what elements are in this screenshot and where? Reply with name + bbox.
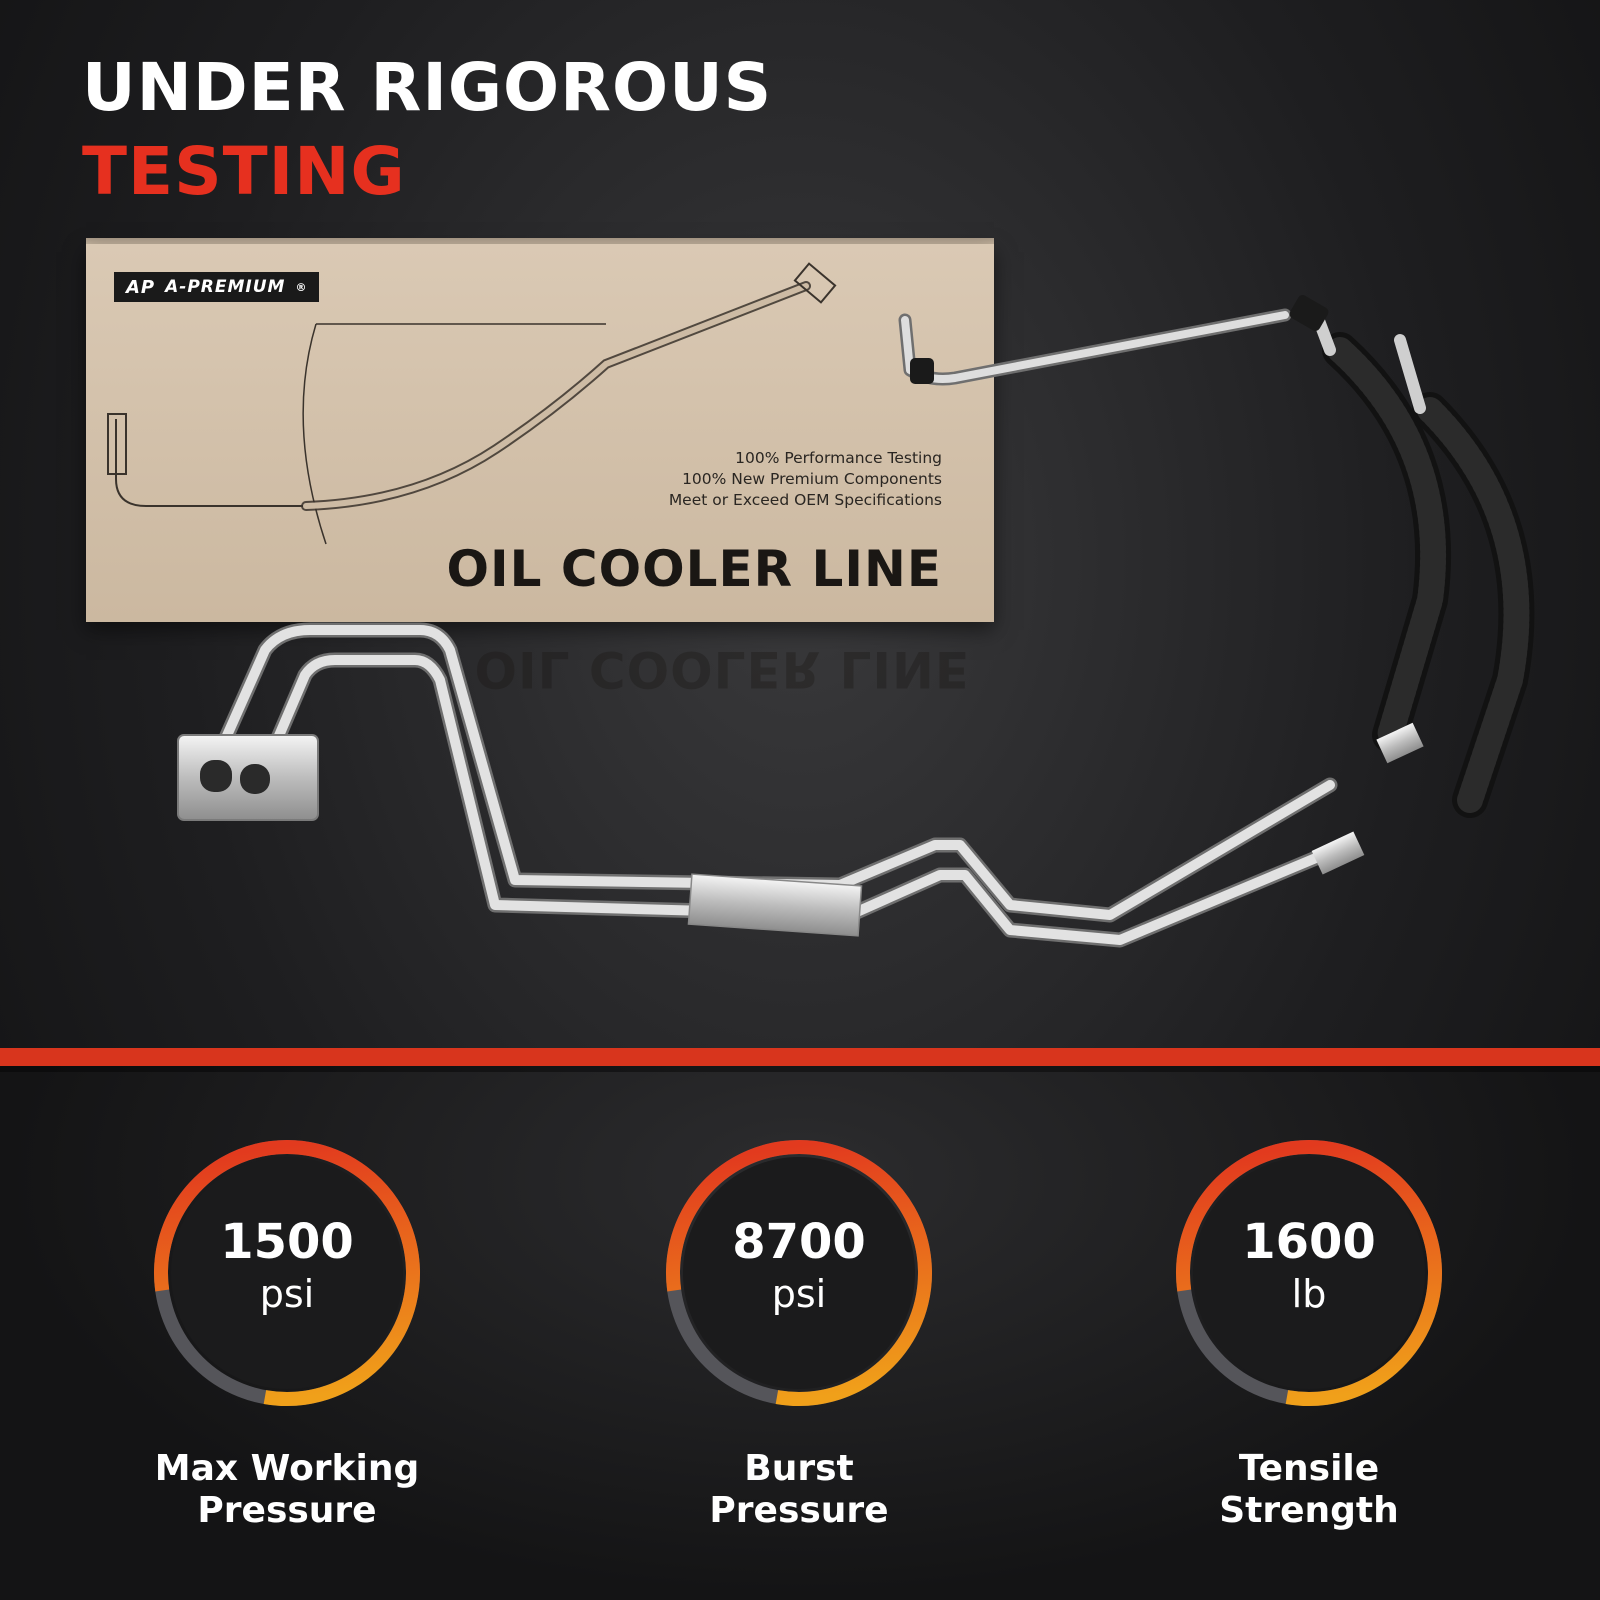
gauge-ring: 1600 lb [1168,1132,1450,1414]
spec-unit: psi [259,1272,315,1316]
divider-shadow [0,1066,1600,1072]
headline: UNDER RIGOROUS TESTING [82,48,772,216]
gauge-face [683,1157,915,1389]
gauge-face [171,1157,403,1389]
registered-mark: ® [295,280,308,294]
feature-list: 100% Performance Testing 100% New Premiu… [669,448,942,511]
box-title: OIL COOLER LINE [446,540,942,598]
spec-label: Tensile Strength [1219,1448,1399,1531]
brand-mark-icon: AP [126,276,156,298]
gauge-fill [666,1140,932,1406]
product-box: AP A-PREMIUM ® 100% Performance Testing … [86,244,994,622]
feature-item: 100% New Premium Components [682,470,942,488]
feature-item: Meet or Exceed OEM Specifications [668,491,942,509]
brand-logo: AP A-PREMIUM ® [114,272,320,302]
gauge-fill [154,1140,420,1406]
brand-name: A-PREMIUM [165,277,286,297]
feature-item: 100% Performance Testing [735,449,942,467]
box-top-edge [86,238,994,246]
headline-line-2: TESTING [82,133,406,210]
gauge-icon [1176,1140,1442,1406]
spec-value: 1500 [220,1214,354,1270]
spec-label: Burst Pressure [709,1448,889,1531]
gauge-face [1193,1157,1425,1389]
spec-burst-pressure: 8700 psi Burst Pressure [658,1132,940,1532]
gauge-ring: 1500 psi [146,1132,428,1414]
spec-value: 1600 [1242,1214,1376,1270]
spec-unit: lb [1291,1272,1327,1316]
gauge-fill [1176,1140,1442,1406]
spec-label: Max Working Pressure [154,1448,420,1531]
box-line-drawing [107,262,837,545]
spec-unit: psi [771,1272,827,1316]
red-divider [0,1048,1600,1066]
spec-value: 8700 [732,1214,866,1270]
gauge-ring: 8700 psi [658,1132,940,1414]
gauge-icon [154,1140,420,1406]
headline-line-1: UNDER RIGOROUS [82,49,773,126]
spec-tensile-strength: 1600 lb Tensile Strength [1168,1132,1450,1532]
spec-max-working-pressure: 1500 psi Max Working Pressure [146,1132,428,1532]
gauge-icon [666,1140,932,1406]
oil-cooler-line-image [177,295,1535,948]
